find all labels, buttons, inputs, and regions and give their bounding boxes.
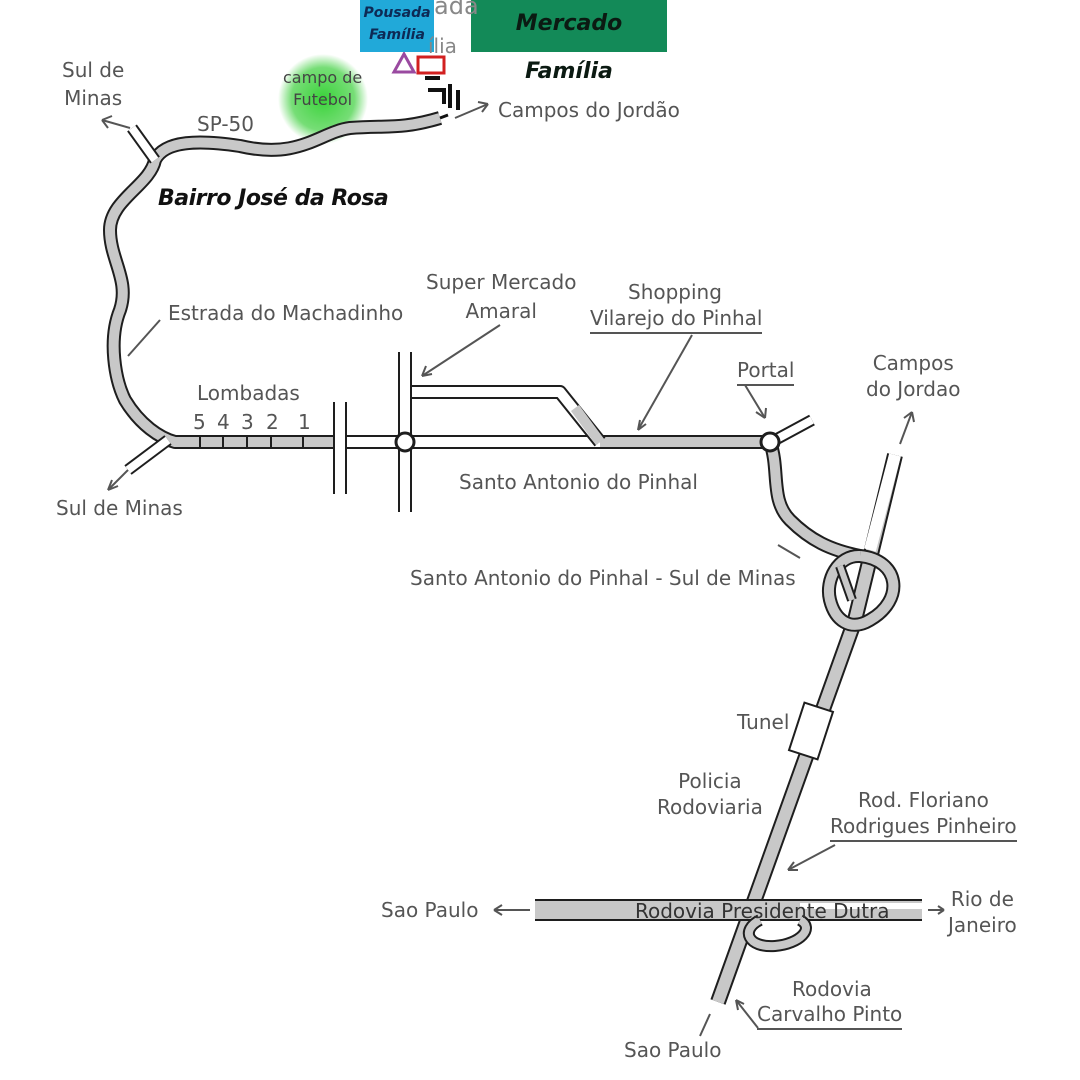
road-network	[103, 111, 922, 1005]
football-field	[278, 54, 368, 144]
santo-sul-label: Santo Antonio do Pinhal - Sul de Minas	[410, 566, 796, 590]
sao-paulo-left-label: Sao Paulo	[381, 898, 479, 922]
vilarejo-label: Vilarejo do Pinhal	[590, 306, 763, 334]
pousada-partial-text: ada	[434, 0, 479, 20]
tunel-label: Tunel	[737, 710, 790, 734]
super-mercado-label: Super Mercado Amaral	[426, 270, 577, 323]
lombadas-label: Lombadas	[197, 381, 300, 405]
shopping-label: Shopping	[628, 280, 722, 304]
sul-minas-bottom-label: Sul de Minas	[56, 496, 183, 520]
floriano-label-1: Rod. Floriano	[858, 788, 989, 812]
campos-jordao-right-label: Campos do Jordao	[866, 351, 961, 401]
dutra-label: Rodovia Presidente Dutra	[635, 899, 890, 923]
estrada-label: Estrada do Machadinho	[168, 301, 404, 325]
lombada-number: 5	[193, 410, 206, 434]
roundabout-1	[394, 431, 416, 453]
familia-partial-text: ília	[428, 34, 457, 58]
pointer-arrows	[101, 101, 945, 1037]
mercado-label: Mercado Família	[471, 0, 667, 84]
pousada-triangle-icon	[391, 50, 417, 74]
mercado-square-icon	[416, 55, 446, 75]
sao-paulo-bottom-label: Sao Paulo	[624, 1038, 722, 1062]
lombada-number: 1	[298, 410, 311, 434]
lombada-number: 2	[266, 410, 279, 434]
lombada-number: 3	[241, 410, 254, 434]
bairro-label: Bairro José da Rosa	[158, 186, 389, 211]
tunnel-marker	[787, 701, 835, 761]
campo-futebol-label: campo de Futebol	[283, 68, 363, 109]
carvalho-label-1: Rodovia	[792, 977, 872, 1001]
portal-label: Portal	[737, 358, 795, 386]
policia-label: Policia Rodoviaria	[657, 769, 763, 819]
santo-antonio-label: Santo Antonio do Pinhal	[459, 470, 698, 494]
lombada-number: 4	[217, 410, 230, 434]
rio-label: Rio de Janeiro	[948, 887, 1017, 937]
pousada-label: Pousada Família	[360, 0, 434, 52]
roundabout-portal	[759, 431, 781, 453]
speed-bumps	[199, 436, 304, 448]
carvalho-label-2: Carvalho Pinto	[757, 1002, 903, 1030]
floriano-label-2: Rodrigues Pinheiro	[830, 814, 1017, 842]
campos-jordao-top-label: Campos do Jordão	[498, 98, 680, 122]
sul-minas-top-label: Sul de Minas	[62, 58, 125, 110]
sp50-label: SP-50	[197, 112, 254, 136]
